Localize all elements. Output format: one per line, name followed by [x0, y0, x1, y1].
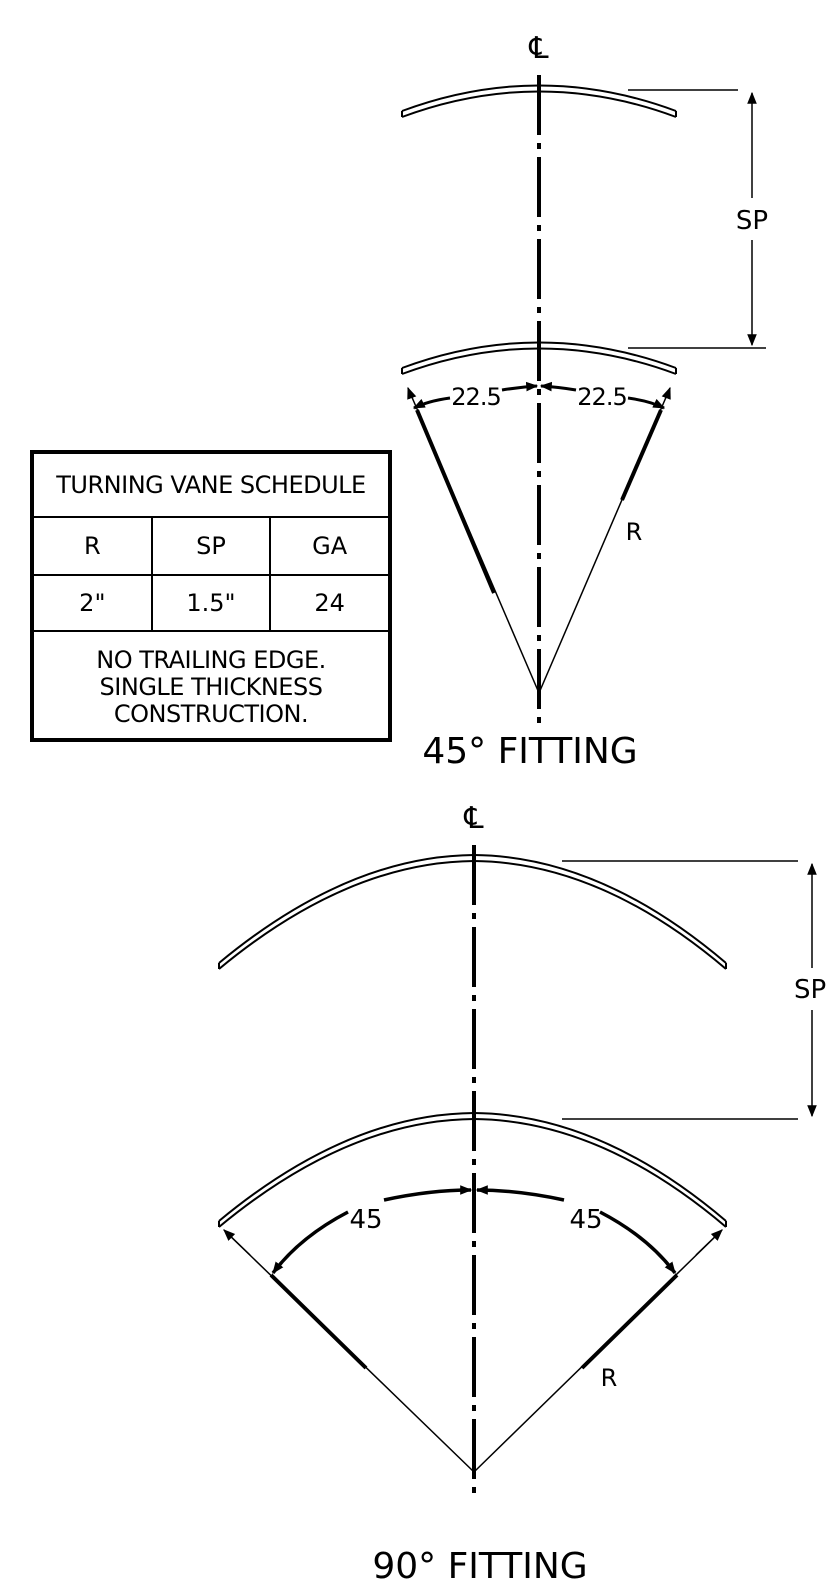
- fitting-90-diagram: ℄ SP R 45: [218, 801, 826, 1587]
- fitting-90-angle-arc-right: [599, 1210, 677, 1275]
- schedule-note-line: SINGLE THICKNESS: [99, 672, 323, 701]
- fitting-90-arrow-right: [695, 1229, 723, 1256]
- fitting-90-arrow-left: [223, 1229, 251, 1256]
- fitting-45-angle-arc-left: [412, 396, 451, 410]
- fitting-90-radius-left-bold: [269, 1273, 368, 1370]
- fitting-90-centerline-symbol: ℄: [463, 801, 483, 836]
- schedule-note-line: NO TRAILING EDGE.: [96, 645, 326, 674]
- fitting-90-angle-arc-left-inner: [383, 1185, 473, 1202]
- fitting-90-radius-label: R: [601, 1364, 618, 1392]
- fitting-90-bottom-vane: [218, 1111, 727, 1228]
- fitting-90-angle-right: 45: [569, 1205, 602, 1235]
- schedule-note: NO TRAILING EDGE. SINGLE THICKNESS CONST…: [34, 636, 388, 738]
- schedule-value-sp: 1.5": [153, 576, 272, 630]
- fitting-90-angle-left: 45: [349, 1205, 382, 1235]
- schedule-header-ga: GA: [312, 532, 348, 560]
- fitting-45-caption: 45° FITTING: [422, 731, 637, 772]
- schedule-value-row: 2" 1.5" 24: [34, 576, 388, 632]
- turning-vane-schedule-table: TURNING VANE SCHEDULE R SP GA 2" 1.5" 24…: [30, 450, 392, 742]
- fitting-90-caption: 90° FITTING: [372, 1546, 587, 1587]
- schedule-header-r: R: [34, 518, 153, 574]
- fitting-45-angle-arc-right: [627, 396, 666, 410]
- fitting-90-sp-label: SP: [794, 975, 826, 1005]
- schedule-note-line: CONSTRUCTION.: [113, 699, 309, 728]
- fitting-90-angle-arc-left: [271, 1210, 349, 1275]
- fitting-45-diagram: ℄ SP R: [401, 31, 768, 772]
- fitting-45-radius-right-bold: [620, 409, 663, 501]
- fitting-90-angle-arc-right-inner: [475, 1185, 565, 1202]
- fitting-45-angle-left: 22.5: [451, 383, 500, 411]
- schedule-title: TURNING VANE SCHEDULE: [34, 454, 388, 518]
- fitting-45-angle-right: 22.5: [577, 383, 626, 411]
- fitting-45-bottom-vane: [401, 341, 677, 375]
- fitting-45-radius-left-bold: [415, 409, 496, 594]
- fitting-45-top-vane: [401, 84, 677, 118]
- fitting-45-sp-label: SP: [736, 206, 768, 236]
- fitting-45-radius-label: R: [626, 518, 643, 546]
- fitting-45-angle-arc-right-inner: [539, 381, 577, 392]
- schedule-value-ga: 24: [314, 589, 345, 617]
- schedule-header-sp: SP: [153, 518, 272, 574]
- fitting-45-angle-arc-left-inner: [501, 381, 539, 392]
- fitting-45-arrow-right: [661, 386, 671, 400]
- fitting-90-radius-right-bold: [580, 1273, 679, 1370]
- schedule-header-row: R SP GA: [34, 518, 388, 576]
- schedule-value-r: 2": [34, 576, 153, 630]
- fitting-45-centerline-symbol: ℄: [528, 31, 548, 66]
- fitting-90-top-vane: [218, 853, 727, 970]
- fitting-45-arrow-left: [407, 386, 417, 400]
